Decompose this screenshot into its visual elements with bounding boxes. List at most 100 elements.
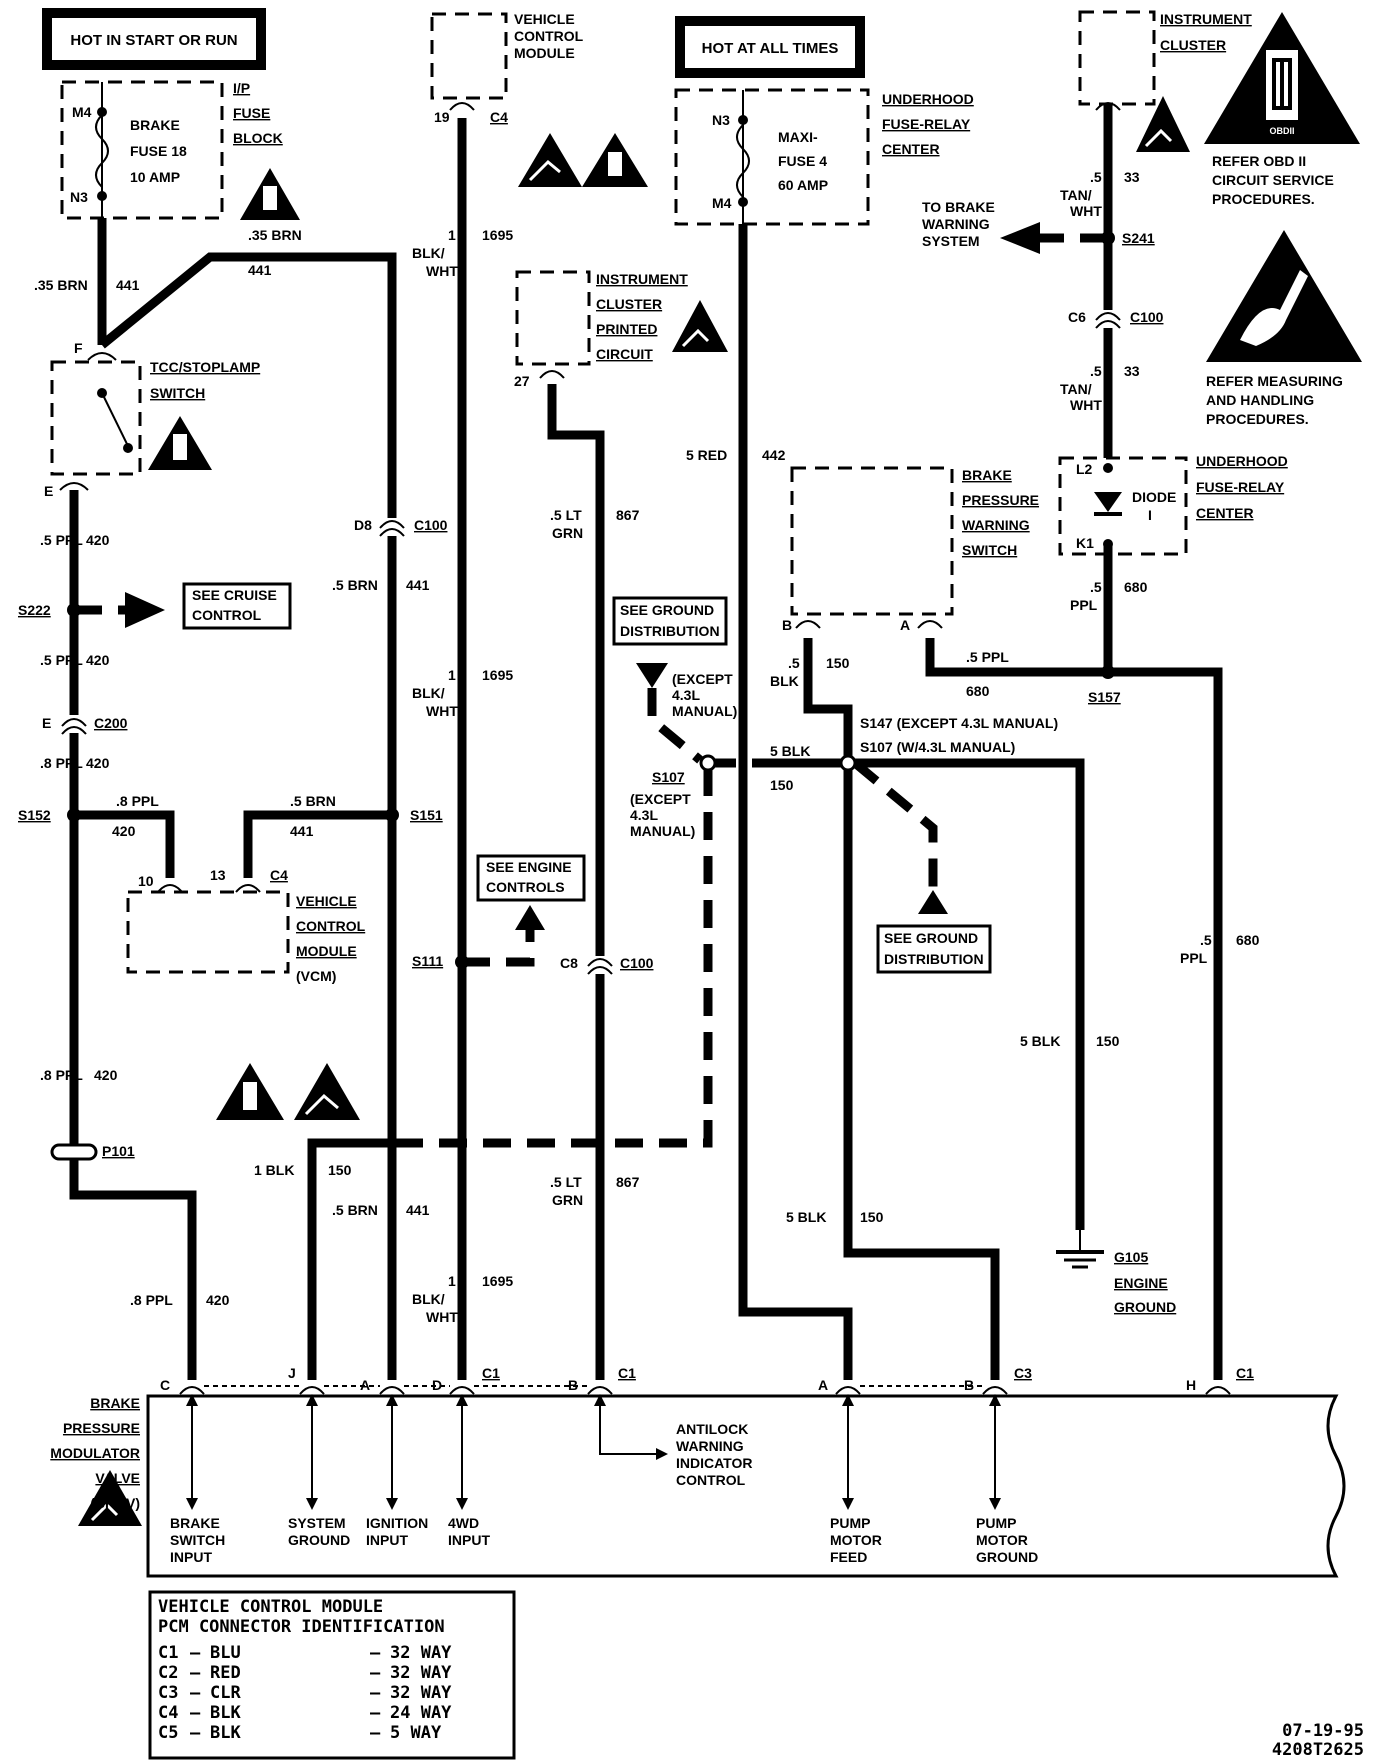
- bpmv-module: BRAKE PRESSURE MODULATOR VALVE (BPMV) C …: [50, 1365, 1346, 1578]
- svg-text:WHT: WHT: [426, 263, 458, 279]
- svg-text:BRAKE: BRAKE: [170, 1515, 220, 1531]
- instrument-cluster-printed-circuit: INSTRUMENT CLUSTER PRINTED CIRCUIT 27: [514, 270, 688, 389]
- svg-text:FEED: FEED: [830, 1549, 867, 1565]
- diode-icon: [1094, 492, 1122, 512]
- svg-text:5 WAY: 5 WAY: [390, 1723, 442, 1743]
- svg-text:5 RED: 5 RED: [686, 447, 727, 463]
- svg-text:N3: N3: [712, 112, 730, 128]
- vehicle-control-module-top: VEHICLE CONTROL MODULE 19 C4: [430, 11, 584, 125]
- svg-text:OBDII: OBDII: [1269, 126, 1294, 136]
- svg-text:BRAKE: BRAKE: [962, 467, 1012, 483]
- to-brake-warning-label: TO BRAKE WARNING SYSTEM: [922, 199, 995, 249]
- svg-text:TAN/: TAN/: [1060, 187, 1092, 203]
- svg-text:SEE ENGINE: SEE ENGINE: [486, 859, 572, 875]
- footer-date: 07-19-95: [1282, 1721, 1364, 1741]
- svg-text:C4: C4: [158, 1703, 178, 1723]
- svg-text:BLK: BLK: [210, 1703, 241, 1723]
- wire-442: [738, 224, 853, 1380]
- svg-text:CONTROL: CONTROL: [296, 918, 366, 934]
- obd-triangle-icon-lower: [216, 1063, 284, 1120]
- wire-441-vcm: [243, 810, 392, 878]
- svg-text:CENTER: CENTER: [1196, 505, 1254, 521]
- svg-text:UNDERHOOD: UNDERHOOD: [882, 91, 974, 107]
- inline-connectors: [50, 310, 1121, 1161]
- svg-text:M4: M4: [712, 195, 732, 211]
- svg-text:PUMP: PUMP: [830, 1515, 870, 1531]
- svg-text:S152: S152: [18, 807, 51, 823]
- svg-text:–: –: [190, 1683, 201, 1703]
- splice-labels: S222 S152 S151 S111 S107 S147 (EXCEPT 4.…: [18, 230, 1155, 969]
- svg-text:150: 150: [328, 1162, 352, 1178]
- svg-text:ANTILOCK: ANTILOCK: [676, 1421, 748, 1437]
- svg-text:C1: C1: [158, 1643, 178, 1663]
- svg-text:MANUAL): MANUAL): [672, 703, 737, 719]
- svg-text:E: E: [42, 715, 51, 731]
- svg-text:INSTRUMENT: INSTRUMENT: [596, 271, 688, 287]
- svg-text:MOTOR: MOTOR: [976, 1532, 1028, 1548]
- svg-text:DIODE: DIODE: [1132, 489, 1176, 505]
- svg-text:C200: C200: [94, 715, 128, 731]
- svg-text:24 WAY: 24 WAY: [390, 1703, 452, 1723]
- svg-text:420: 420: [86, 755, 110, 771]
- svg-text:UNDERHOOD: UNDERHOOD: [1196, 453, 1288, 469]
- see-ground-distribution-box-2[interactable]: SEE GROUND DISTRIBUTION: [876, 924, 992, 974]
- svg-text:C1: C1: [618, 1365, 636, 1381]
- svg-text:C2: C2: [158, 1663, 178, 1683]
- svg-text:SYSTEM: SYSTEM: [922, 233, 980, 249]
- svg-text:CLUSTER: CLUSTER: [1160, 37, 1226, 53]
- dashed-engine: [462, 930, 535, 967]
- wire-150-sysground: [307, 1138, 395, 1380]
- except-note-2: (EXCEPT 4.3L MANUAL): [630, 791, 695, 839]
- svg-text:–: –: [190, 1643, 201, 1663]
- svg-text:–: –: [190, 1703, 201, 1723]
- svg-text:33: 33: [1124, 169, 1140, 185]
- hot-at-all-times-label: HOT AT ALL TIMES: [675, 16, 865, 78]
- dashed-ground-dist: [852, 759, 938, 890]
- svg-text:BLOCK: BLOCK: [233, 130, 283, 146]
- svg-text:BRAKE: BRAKE: [130, 117, 180, 133]
- svg-text:VEHICLE CONTROL MODULE: VEHICLE CONTROL MODULE: [158, 1597, 383, 1617]
- svg-text:(EXCEPT: (EXCEPT: [672, 671, 733, 687]
- tcc-stoplamp-switch: F E TCC/STOPLAMP SWITCH: [44, 340, 260, 499]
- see-cruise-control-box[interactable]: SEE CRUISE CONTROL: [182, 582, 292, 630]
- svg-text:1695: 1695: [482, 227, 513, 243]
- esd-triangle-icon-bpmv: [78, 1470, 142, 1526]
- svg-text:C3: C3: [158, 1683, 178, 1703]
- see-ground-distribution-box-1[interactable]: SEE GROUND DISTRIBUTION: [612, 596, 728, 646]
- see-engine-controls-box[interactable]: SEE ENGINE CONTROLS: [476, 854, 586, 902]
- svg-text:(EXCEPT: (EXCEPT: [630, 791, 691, 807]
- svg-text:MODULATOR: MODULATOR: [50, 1445, 140, 1461]
- svg-text:BLU: BLU: [210, 1643, 241, 1663]
- connector-labels: E C200 D8 C100 C8 C100 C6 C100 P101: [42, 309, 1164, 1159]
- wire-150-b: [803, 638, 853, 763]
- svg-text:1695: 1695: [482, 667, 513, 683]
- svg-text:PROCEDURES.: PROCEDURES.: [1212, 191, 1315, 207]
- svg-text:CONTROL: CONTROL: [514, 28, 584, 44]
- svg-text:.35 BRN: .35 BRN: [248, 227, 302, 243]
- svg-text:BLK: BLK: [210, 1723, 241, 1743]
- svg-text:13: 13: [210, 867, 226, 883]
- svg-text:.5 PPL: .5 PPL: [40, 652, 83, 668]
- svg-text:5 BLK: 5 BLK: [1020, 1033, 1060, 1049]
- svg-text:WARNING: WARNING: [962, 517, 1030, 533]
- svg-text:150: 150: [860, 1209, 884, 1225]
- svg-text:1: 1: [448, 1273, 456, 1289]
- svg-text:PRESSURE: PRESSURE: [962, 492, 1039, 508]
- svg-text:32 WAY: 32 WAY: [390, 1663, 452, 1683]
- svg-text:.5 PPL: .5 PPL: [40, 532, 83, 548]
- svg-text:–: –: [190, 1723, 201, 1743]
- dashed-except: [647, 688, 703, 764]
- svg-text:INDICATOR: INDICATOR: [676, 1455, 752, 1471]
- diode-fuse-relay-center: L2 K1 DIODE I UNDERHOOD FUSE-RELAY CENTE…: [1058, 453, 1288, 556]
- legend-row: C2 – RED – 32 WAY: [158, 1663, 452, 1683]
- svg-text:10 AMP: 10 AMP: [130, 169, 180, 185]
- splice-dots: [67, 231, 1115, 969]
- svg-text:CIRCUIT: CIRCUIT: [596, 346, 653, 362]
- svg-text:P101: P101: [102, 1143, 135, 1159]
- svg-text:C3: C3: [1014, 1365, 1032, 1381]
- svg-text:4.3L: 4.3L: [630, 807, 658, 823]
- svg-text:5 BLK: 5 BLK: [770, 743, 810, 759]
- svg-text:TAN/: TAN/: [1060, 381, 1092, 397]
- svg-text:CIRCUIT SERVICE: CIRCUIT SERVICE: [1212, 172, 1334, 188]
